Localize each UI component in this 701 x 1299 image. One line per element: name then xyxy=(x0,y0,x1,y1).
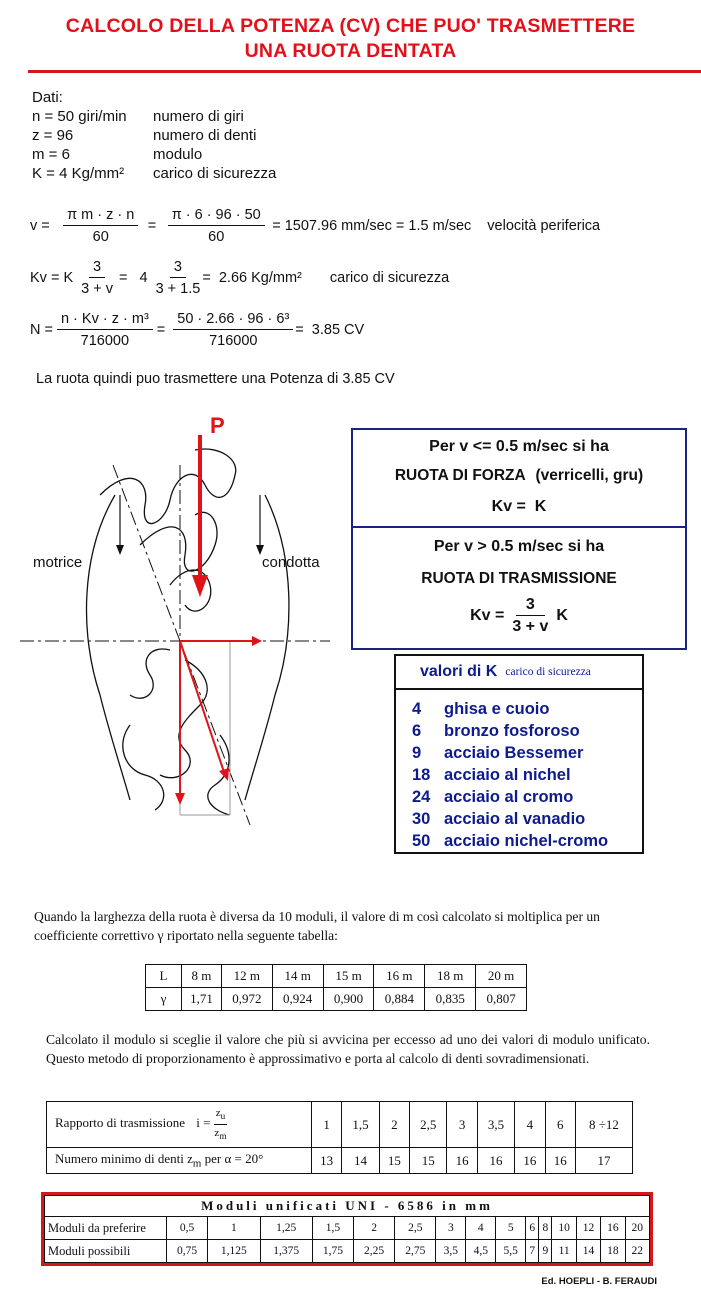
forza-condition: Per v <= 0.5 m/sec si ha xyxy=(429,438,609,455)
equation-kv: Kv = K 3 3 + v = 4 3 3 + 1.5 = 2.66 Kg/m… xyxy=(30,259,450,297)
equation-velocity: v = π m · z · n 60 = π · 6 · 96 · 50 60 … xyxy=(30,205,601,247)
fraction: 3 3 + v xyxy=(81,259,113,297)
gamma-table: L 8 m 12 m 14 m 15 m 16 m 18 m 20 m γ 1,… xyxy=(145,964,527,1011)
table-row: Rapporto di trasmissione i = zu zm 1 1,5… xyxy=(46,1101,633,1148)
arrow-head-icon xyxy=(252,636,262,646)
box-divider xyxy=(353,526,685,528)
table-row: Numero minimo di denti zm per α = 20° 13… xyxy=(46,1147,633,1174)
uni-modules-table: Moduli unificati UNI - 6586 in mm Moduli… xyxy=(44,1195,651,1263)
page-title-line2: UNA RUOTA DENTATA xyxy=(244,40,457,62)
fraction: π · 6 · 96 · 50 60 xyxy=(162,205,270,247)
title-divider xyxy=(28,70,701,73)
fraction: zu zm xyxy=(213,1107,228,1141)
table-row: Moduli unificati UNI - 6586 in mm xyxy=(44,1195,650,1217)
transmission-ratio-table: Rapporto di trasmissione i = zu zm 1 1,5… xyxy=(46,1101,633,1174)
arrow-head-icon xyxy=(116,545,124,555)
gear-outline xyxy=(85,448,290,816)
uni-modules-box: Moduli unificati UNI - 6586 in mm Moduli… xyxy=(41,1192,653,1266)
table-row: γ 1,71 0,972 0,924 0,900 0,884 0,835 0,8… xyxy=(145,987,527,1011)
table-row: L 8 m 12 m 14 m 15 m 16 m 18 m 20 m xyxy=(145,964,527,988)
arrow-head-icon xyxy=(175,793,185,805)
fraction: n · Kv · z · m³ 716000 xyxy=(56,309,153,351)
conditions-box: Per v <= 0.5 m/sec si ha RUOTA DI FORZA … xyxy=(351,428,687,650)
publisher-credit: Ed. HOEPLI - B. FERAUDI xyxy=(541,1276,657,1287)
force-label: P xyxy=(210,413,225,438)
modulo-paragraph: Calcolato il modulo si sceglie il valore… xyxy=(46,1032,650,1066)
uni-table-title: Moduli unificati UNI - 6586 in mm xyxy=(44,1195,650,1217)
driven-gear-label: condotta xyxy=(262,554,320,571)
gamma-paragraph: Quando la larghezza della ruota è divers… xyxy=(34,909,600,943)
table-row: Moduli da preferire 0,5 1 1,25 1,5 2 2,5… xyxy=(44,1216,651,1240)
forza-formula: Kv = K xyxy=(491,498,547,515)
forza-title: RUOTA DI FORZA (verricelli, gru) xyxy=(394,467,644,484)
fraction: 50 · 2.66 · 96 · 6³ 716000 xyxy=(173,309,294,351)
equation-power: N = n · Kv · z · m³ 716000 = 50 · 2.66 ·… xyxy=(30,309,365,351)
conclusion-text: La ruota quindi puo trasmettere una Pote… xyxy=(36,371,395,387)
k-values-header: valori di K carico di sicurezza xyxy=(396,656,642,690)
arrow-head-icon xyxy=(219,768,229,781)
table-row: Moduli possibili 0,75 1,125 1,375 1,75 2… xyxy=(44,1239,651,1263)
normal-force xyxy=(179,640,226,776)
trasm-formula: Kv = 3 3 + v K xyxy=(470,596,568,635)
ratio-label-cell: Rapporto di trasmissione i = zu zm xyxy=(46,1101,312,1148)
page-title-line1: CALCOLO DELLA POTENZA (CV) CHE PUO' TRAS… xyxy=(65,15,636,37)
trasm-title: RUOTA DI TRASMISSIONE xyxy=(421,570,617,587)
teeth-label-cell: Numero minimo di denti zm per α = 20° xyxy=(46,1147,312,1174)
gear-mesh-diagram: P motrice condotta xyxy=(20,413,330,826)
pressure-line xyxy=(112,464,251,826)
trasm-condition: Per v > 0.5 m/sec si ha xyxy=(433,538,605,555)
fraction: 3 3 + 1.5 xyxy=(155,259,201,297)
force-arrow-head-icon xyxy=(192,575,208,597)
dati-heading: Dati: xyxy=(32,89,63,106)
arrow-head-icon xyxy=(256,545,264,555)
fraction: 3 3 + v xyxy=(512,596,549,635)
driving-gear-label: motrice xyxy=(33,554,82,571)
fraction: π m · z · n 60 xyxy=(58,205,144,247)
